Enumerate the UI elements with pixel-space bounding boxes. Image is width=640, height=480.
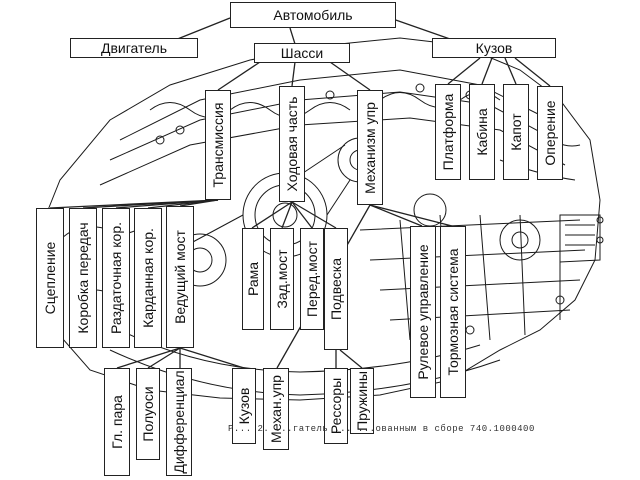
drive-axle-node: Ведущий мост (166, 206, 194, 348)
platform-node: Платформа (435, 84, 461, 180)
front-axle-node: Перед.мост (300, 228, 324, 330)
cab-node: Кабина (469, 84, 495, 180)
transmission-node: Трансмиссия (205, 90, 231, 200)
front-axle-label: Перед.мост (304, 241, 320, 317)
half-shafts-node: Полуоси (136, 368, 160, 460)
suspension-label: Подвеска (328, 258, 344, 320)
engine-label: Двигатель (100, 40, 168, 56)
clutch-node: Сцепление (36, 208, 64, 348)
platform-label: Платформа (440, 93, 456, 171)
coil-springs-node: Пружины (350, 368, 374, 434)
fenders-node: Оперение (537, 86, 563, 180)
running-gear-label: Ходовая часть (284, 96, 300, 192)
differential-label: Дифференциал (171, 370, 187, 474)
brakes-node: Тормозная система (440, 226, 466, 398)
cardan-box-node: Карданная кор. (134, 208, 162, 348)
suspension-node: Подвеска (324, 228, 348, 350)
housing-label: Кузов (236, 387, 252, 425)
gearbox-label: Коробка передач (75, 222, 91, 334)
hood-node: Капот (503, 84, 529, 180)
rear-axle-node: Зад.мост (270, 228, 294, 330)
chassis-node: Шасси (254, 43, 350, 63)
steering-label: Рулевое управление (415, 244, 431, 380)
rear-axle-label: Зад.мост (274, 249, 290, 309)
hood-label: Капот (508, 113, 524, 151)
clutch-label: Сцепление (42, 241, 58, 315)
root-node: Автомобиль (230, 2, 396, 28)
figure-caption: Р... 2. ...гатель ... ...ованным в сборе… (228, 424, 535, 434)
engine-node: Двигатель (70, 38, 198, 58)
main-gear-label: Гл. пара (109, 395, 125, 449)
differential-node: Дифференциал (166, 368, 192, 476)
brakes-label: Тормозная система (445, 248, 461, 376)
control-node: Механизм упр (357, 90, 383, 205)
transmission-label: Трансмиссия (210, 102, 226, 188)
gearbox-node: Коробка передач (69, 208, 97, 348)
housing-node: Кузов (232, 368, 256, 444)
frame-node: Рама (242, 228, 264, 330)
half-shafts-label: Полуоси (140, 386, 156, 442)
chassis-label: Шасси (280, 45, 324, 61)
leaf-springs-node: Рессоры (324, 368, 348, 444)
cab-label: Кабина (474, 108, 490, 156)
mech-control-node: Механ.упр (263, 368, 289, 450)
frame-label: Рама (245, 261, 261, 297)
control-label: Механизм упр (362, 101, 378, 194)
main-gear-node: Гл. пара (104, 368, 130, 476)
fenders-label: Оперение (542, 100, 558, 166)
cardan-box-label: Карданная кор. (140, 228, 156, 328)
body-label: Кузов (475, 40, 513, 56)
transfer-case-label: Раздаточная кор. (108, 221, 124, 335)
coil-springs-label: Пружины (354, 371, 370, 431)
transfer-case-node: Раздаточная кор. (102, 208, 130, 348)
body-node: Кузов (432, 38, 556, 58)
steering-node: Рулевое управление (410, 226, 436, 398)
drive-axle-label: Ведущий мост (172, 230, 188, 324)
root-label: Автомобиль (273, 7, 353, 23)
running-gear-node: Ходовая часть (279, 86, 305, 202)
